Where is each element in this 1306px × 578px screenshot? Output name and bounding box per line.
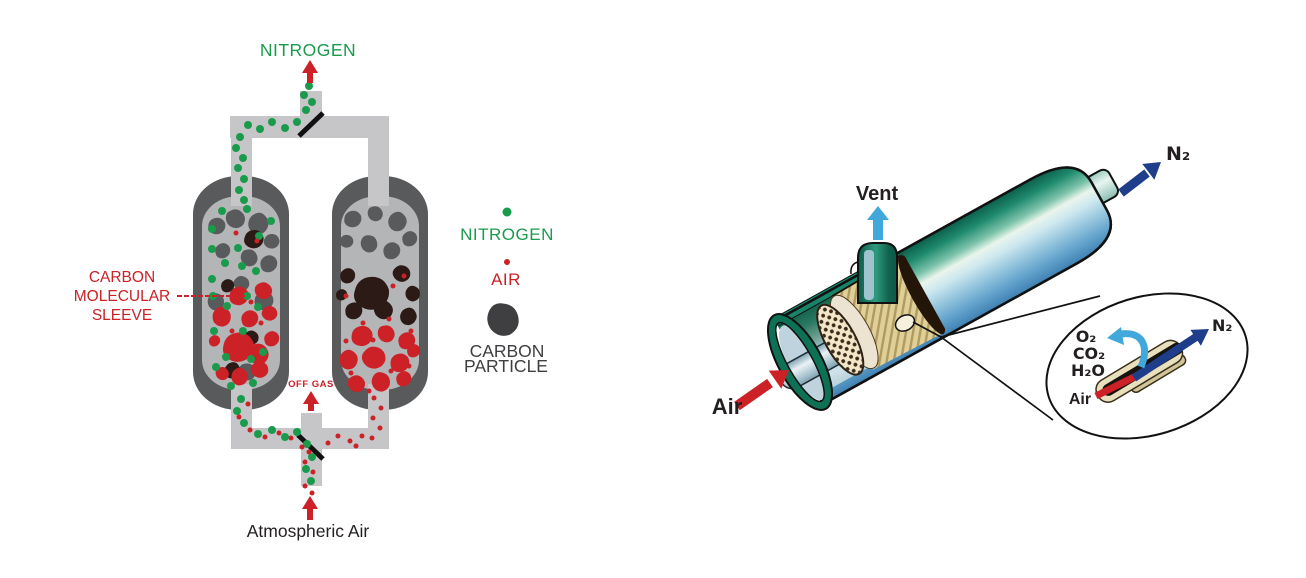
hollow-fiber-inset: O₂ CO₂ H₂O Air N₂ [1069,316,1233,408]
n2-label: N₂ [1166,143,1190,165]
permeate-h2o-label: H₂O [1071,361,1105,380]
bubble-n2-arrow-head [1190,329,1209,346]
off-gas-label: OFF GAS [288,379,334,390]
legend-carbon-label-line1: CARBON [470,341,545,361]
bed-contents-left [204,205,283,390]
nitrogen-flow-dots [232,82,316,485]
vent-label: Vent [856,183,899,205]
bubble-n2-arrow-shaft [1131,333,1199,382]
n2-arrow-shaft [1118,169,1150,197]
legend-air-label: AIR [491,270,521,289]
legend-nitrogen-dot [502,207,512,217]
psa-nitrogen-diagram: NITROGEN CARBON MOLECULAR SLEEVE OFF GAS… [74,40,554,541]
nitrogen-outlet-label: NITROGEN [260,40,356,60]
legend-air-dot [504,259,510,265]
permeate-o2-label: O₂ [1076,327,1097,346]
permeate-co2-label: CO₂ [1073,344,1105,363]
valve-bottom [296,433,325,461]
sleeve-label-line1: CARBON [89,269,155,286]
permeate-curved-arrow [1120,330,1148,369]
magnifier-source-circle [894,314,916,332]
valve-top [297,111,325,138]
atmospheric-air-label: Atmospheric Air [247,521,370,541]
air-flow-dots [236,395,384,496]
legend-nitrogen-label: NITROGEN [460,225,554,244]
sleeve-label-line3: SLEEVE [92,307,152,324]
permeate-arrow-head [1107,327,1124,345]
legend: NITROGEN AIR CARBON PARTICLE [460,207,554,376]
membrane-module-diagram: O₂ CO₂ H₂O Air N₂ Vent N₂ Air [712,143,1249,440]
bundle-face-honeycomb [818,305,863,374]
cylinder-shell-front [901,167,1111,335]
bundle-cut-ring [898,254,946,335]
air-inlet-arrow [302,496,318,520]
n2-arrow-head [1142,162,1161,180]
membrane-cylinder [766,166,1119,411]
vent-arrow [867,206,889,240]
rim-inner-edge [775,321,825,403]
legend-carbon-label-line2: PARTICLE [464,356,548,376]
vent-port [850,242,898,304]
air-label: Air [712,394,743,419]
off-gas-arrow [303,391,319,411]
air-arrow-shaft [734,378,773,411]
bubble-n2-label: N₂ [1212,316,1232,335]
sleeve-label: CARBON MOLECULAR SLEEVE [74,269,246,324]
nitrogen-outlet-arrow [302,60,318,83]
cylinder-outline [774,166,1113,407]
bed-contents-right [254,206,424,395]
legend-carbon-blob [482,299,524,341]
air-arrow-head [768,370,789,389]
sleeve-label-line2: MOLECULAR [74,288,170,305]
bubble-air-label: Air [1069,391,1091,408]
magnifier-cone-lines [912,295,1101,421]
